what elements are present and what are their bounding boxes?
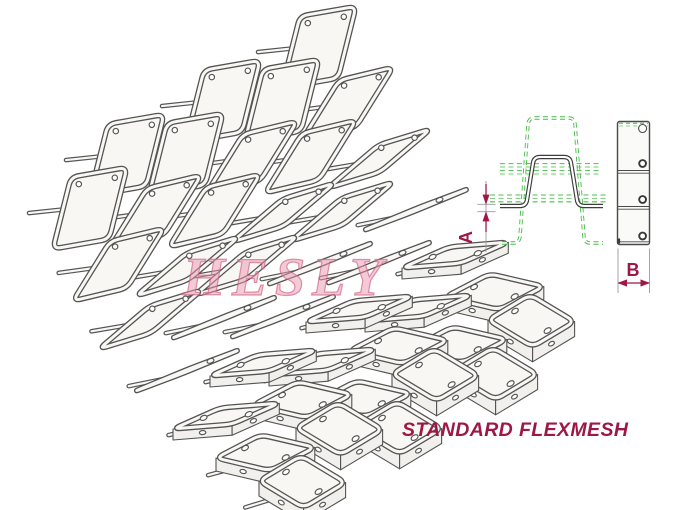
- dimension-b-label: B: [627, 260, 640, 280]
- figure-title: STANDARD FLEXMESH: [402, 419, 629, 441]
- cross-section-profile: [500, 154, 603, 209]
- dimension-b: [617, 248, 650, 293]
- dimension-a: [477, 181, 496, 252]
- dimension-a-label: A: [456, 231, 476, 244]
- mesh-belt-drawing: [26, 4, 576, 510]
- phantom-overlay-green: [490, 116, 607, 245]
- side-view-strip: [616, 120, 651, 246]
